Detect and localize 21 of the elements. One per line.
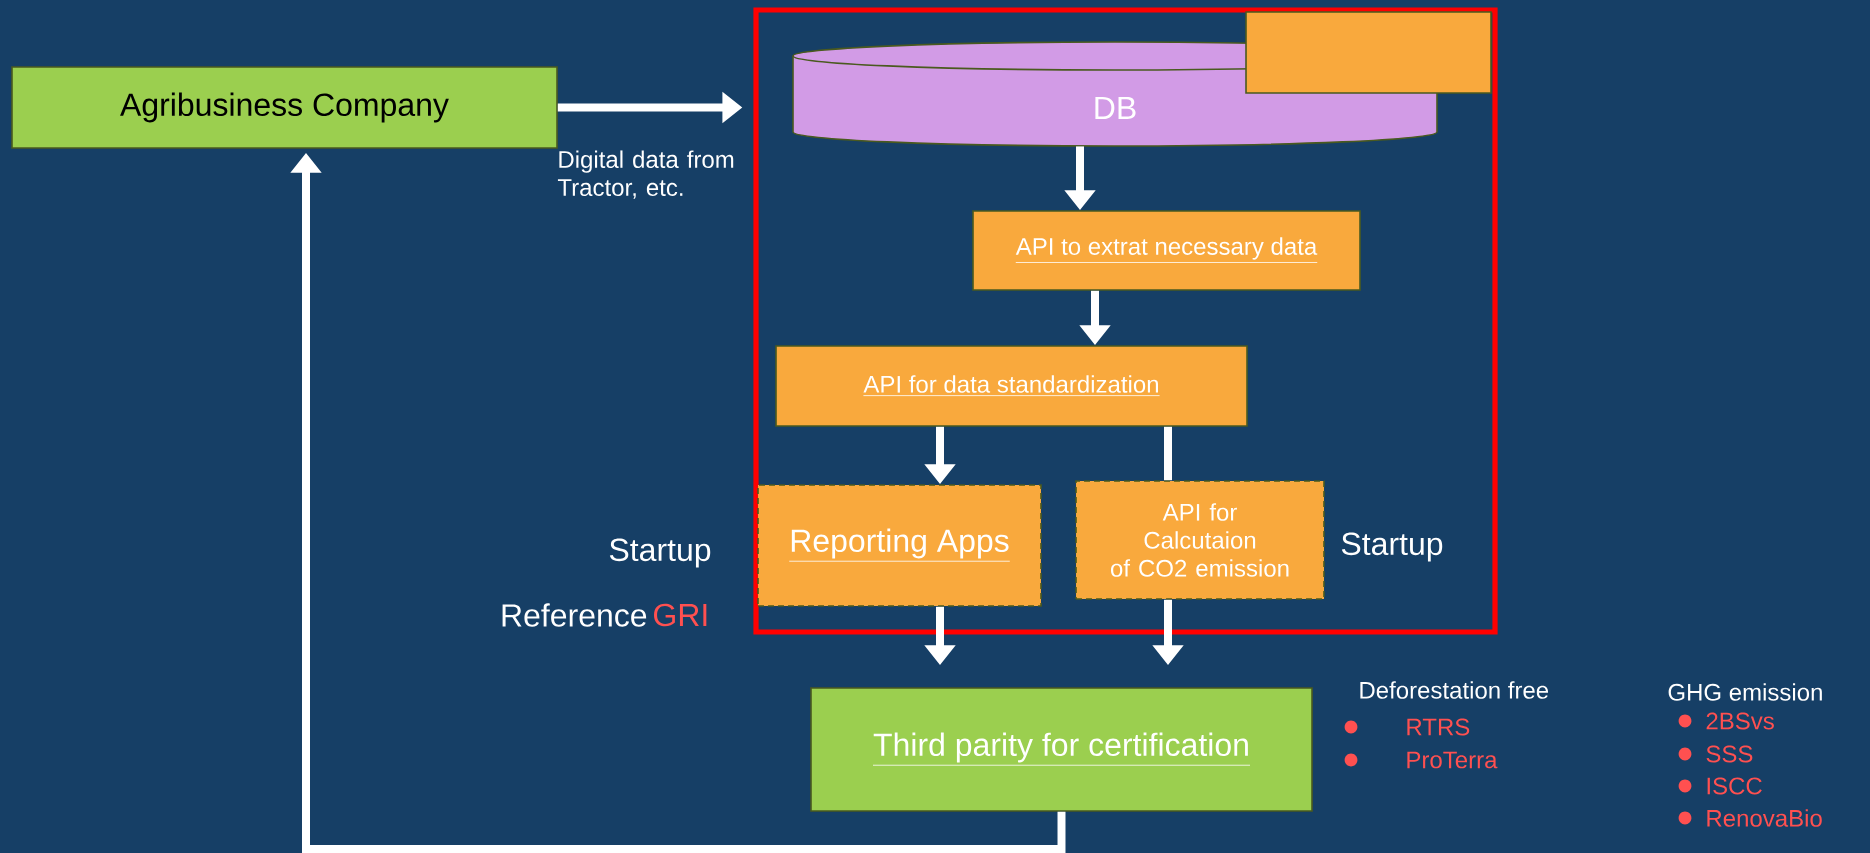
edge-label: Digital data from Tractor, etc.	[557, 150, 734, 199]
note-text: GHG emission	[1668, 683, 1822, 701]
note-text: ProTerra	[1407, 751, 1498, 769]
empty-box	[1245, 11, 1492, 94]
process-box: Third parity for certification	[810, 687, 1313, 812]
note-text: GRI	[654, 603, 707, 627]
note-text: ISCC	[1707, 777, 1762, 795]
process-box: API for data standardization	[775, 345, 1248, 427]
note-text: Reference	[502, 603, 647, 627]
organization-box: Agribusiness Company	[11, 66, 558, 149]
side-note: Startup	[609, 538, 711, 568]
boundary-frame	[753, 7, 1498, 635]
note-text: RTRS	[1407, 718, 1470, 736]
side-note: Startup	[1341, 532, 1443, 562]
process-box: API for Calcutaion of CO2 emission	[1075, 480, 1325, 600]
note-text: SSS	[1706, 745, 1753, 763]
note-text: RenovaBio	[1707, 809, 1822, 827]
process-box: Reporting Apps	[757, 484, 1042, 607]
note-text: 2BSvs	[1706, 712, 1774, 730]
process-box: API to extrat necessary data	[972, 210, 1361, 291]
note-text: Deforestation free	[1360, 681, 1549, 699]
